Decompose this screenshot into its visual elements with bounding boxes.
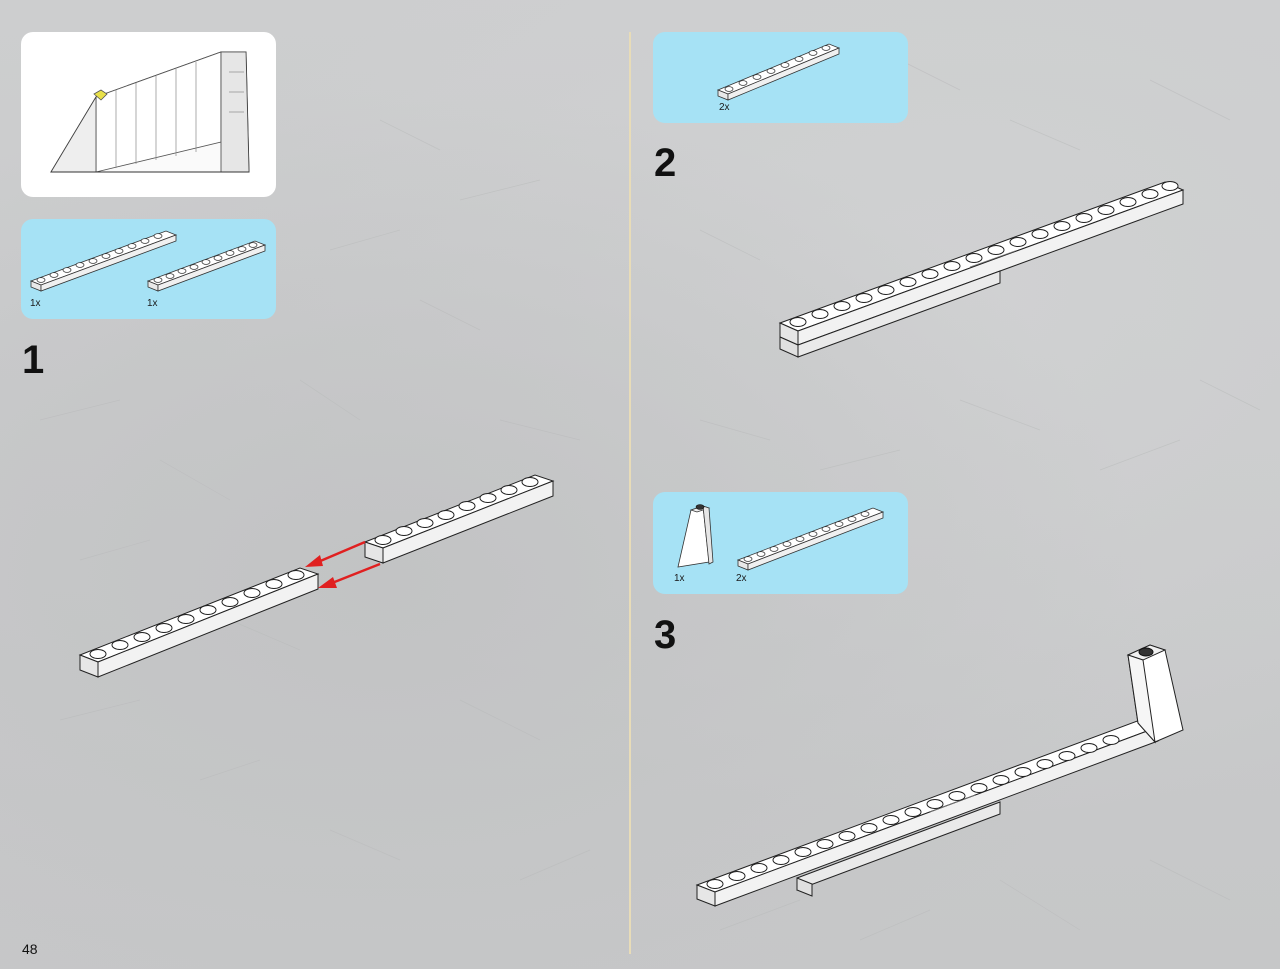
plate-upper <box>363 474 555 564</box>
plate-1x10-part <box>146 240 267 292</box>
step-number: 2 <box>654 141 677 185</box>
page-divider <box>629 32 631 954</box>
plate-lower <box>78 567 320 678</box>
submodel-wall-illustration <box>50 51 250 173</box>
step-3-parts-illustration <box>677 504 885 571</box>
slope-brick-part <box>677 504 714 568</box>
part-quantity: 1x <box>30 298 41 309</box>
step-number: 3 <box>654 613 677 657</box>
plate-1x10-part <box>29 230 178 292</box>
assembly-arrow-icon <box>305 540 381 588</box>
plate-1x8-part <box>716 43 841 101</box>
submodel-overview-panel <box>21 32 276 197</box>
part-quantity: 2x <box>736 573 747 584</box>
step-3-parts-panel: 1x 2x <box>653 492 908 594</box>
part-quantity: 1x <box>147 298 158 309</box>
step-number: 1 <box>22 338 45 382</box>
step-2-parts-illustration <box>716 43 841 101</box>
page-number: 48 <box>22 941 38 957</box>
step-2-parts-panel: 2x <box>653 32 908 123</box>
step-1-parts-illustration <box>29 230 267 292</box>
part-quantity: 1x <box>674 573 685 584</box>
step-1-parts-panel: 1x 1x <box>21 219 276 319</box>
plate-1x10-part <box>736 507 885 571</box>
part-quantity: 2x <box>719 102 730 113</box>
